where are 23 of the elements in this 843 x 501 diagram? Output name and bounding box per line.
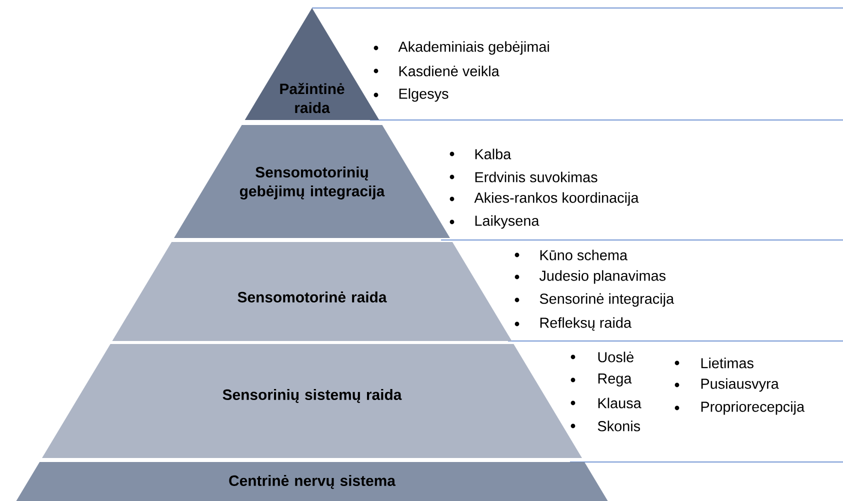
pyramid-level: Centrinė nervų sistema bbox=[16, 462, 608, 501]
list-item: Lietimas bbox=[701, 358, 754, 368]
list-item: Erdvinis suvokimas bbox=[475, 172, 598, 182]
pyramid-level: Sensorinių sistemų raida bbox=[42, 344, 582, 458]
list-item: Akies-rankos koordinacija bbox=[474, 192, 639, 206]
list-item: Kūno schema bbox=[540, 250, 628, 260]
list-item: Laikysena bbox=[475, 215, 540, 229]
list-item: Refleksų raida bbox=[540, 317, 632, 331]
list-item: Rega bbox=[598, 374, 632, 386]
list-item: Elgesys bbox=[399, 88, 448, 102]
list-item: Sensorinė integracija bbox=[540, 293, 674, 307]
pyramid-level: Pažintinė raida bbox=[244, 8, 380, 120]
list-item: Akademiniais gebėjimai bbox=[398, 41, 549, 55]
list-item: Skonis bbox=[598, 420, 640, 432]
list-item: Propriorecepcija bbox=[701, 401, 805, 415]
pyramid-level: Sensomotorinių gebėjimų integracija bbox=[174, 125, 450, 238]
list-item: Pusiausvyra bbox=[701, 378, 779, 392]
list-item: Judesio planavimas bbox=[539, 270, 666, 284]
pyramid-level: Sensomotorinė raida bbox=[112, 242, 512, 341]
list-item: Kasdienė veikla bbox=[399, 66, 500, 76]
list-item: Uoslė bbox=[598, 352, 634, 362]
list-item: Klausa bbox=[598, 398, 642, 408]
list-item: Kalba bbox=[475, 148, 512, 160]
